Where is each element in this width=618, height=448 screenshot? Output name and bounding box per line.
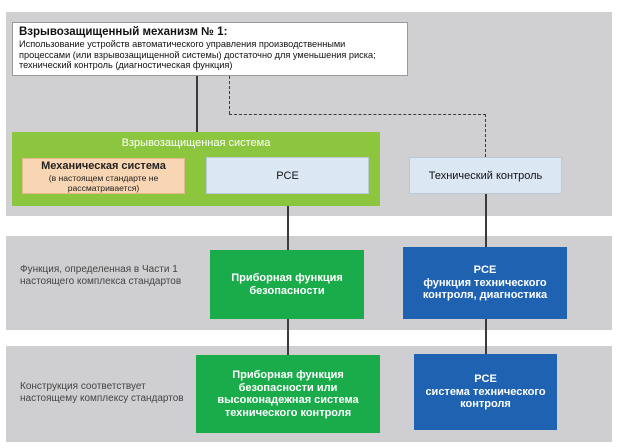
mechanical-system-box: Механическая система (в настоящем станда…: [22, 158, 185, 194]
sif-line-1: Приборная функция: [231, 272, 343, 284]
mechanism-text-line-3: технический контроль (диагностическая фу…: [19, 60, 233, 71]
connector-mechanism-to-system: [196, 76, 198, 132]
connector-sif-to-design: [287, 319, 289, 355]
pce-box: PCE: [206, 157, 369, 194]
pce-diagnostic-line-3: контроля, диагностика: [422, 289, 548, 302]
sif-design-line-1: Приборная функция: [232, 369, 344, 381]
sif-line-2: безопасности: [249, 284, 325, 297]
mechanism-title: Взрывозащищенный механизм № 1:: [19, 26, 228, 38]
technical-control-box: Технический контроль: [409, 157, 562, 194]
sif-design-box: Приборная функция безопасности или высок…: [196, 355, 380, 433]
connector-tc-to-diag: [485, 194, 487, 247]
pce-technical-control-system-box: PCE система технического контроля: [414, 354, 557, 430]
pce-tc-line-3: контроля: [460, 398, 511, 411]
pce-label: PCE: [276, 169, 299, 182]
design-band-label: Конструкция соответствует настоящему ком…: [20, 381, 184, 404]
dashed-connector-mechanism: [229, 76, 230, 114]
sif-design-line-2: безопасности или: [238, 381, 338, 394]
sif-box: Приборная функция безопасности: [210, 250, 364, 319]
dashed-connector-horizontal: [229, 114, 486, 115]
mechanical-system-title: Механическая система: [41, 160, 166, 172]
pce-diagnostic-box: PCE функция технического контроля, диагн…: [403, 247, 567, 319]
pce-tc-line-1: PCE: [474, 373, 497, 386]
sif-design-line-4: технического контроля: [224, 406, 352, 419]
ep-system-title: Взрывозащищенная система: [121, 137, 271, 149]
connector-pce-to-sif: [287, 194, 289, 250]
mechanism-text-line-1: Использование устройств автоматического …: [19, 39, 346, 49]
mechanism-description-box: Взрывозащищенный механизм № 1: Использов…: [12, 22, 408, 76]
mechanical-system-note-line-1: (в настоящем стандарте не: [48, 173, 159, 183]
technical-control-label: Технический контроль: [428, 169, 543, 182]
mechanical-system-note-line-2: рассматривается): [67, 183, 140, 193]
mechanism-text-line-2: процессами (или взрывозащищенной системы…: [19, 49, 376, 60]
pce-diagnostic-line-2: функция технического: [423, 276, 547, 289]
connector-diag-to-tc-system: [485, 319, 487, 354]
sif-design-line-3: высоконадежная система: [217, 394, 359, 406]
function-band-label: Функция, определенная в Части 1 настояще…: [20, 264, 182, 287]
pce-tc-line-2: система технического: [425, 385, 546, 398]
dashed-connector-to-technical-control: [485, 114, 486, 157]
pce-diagnostic-line-1: PCE: [473, 264, 497, 277]
